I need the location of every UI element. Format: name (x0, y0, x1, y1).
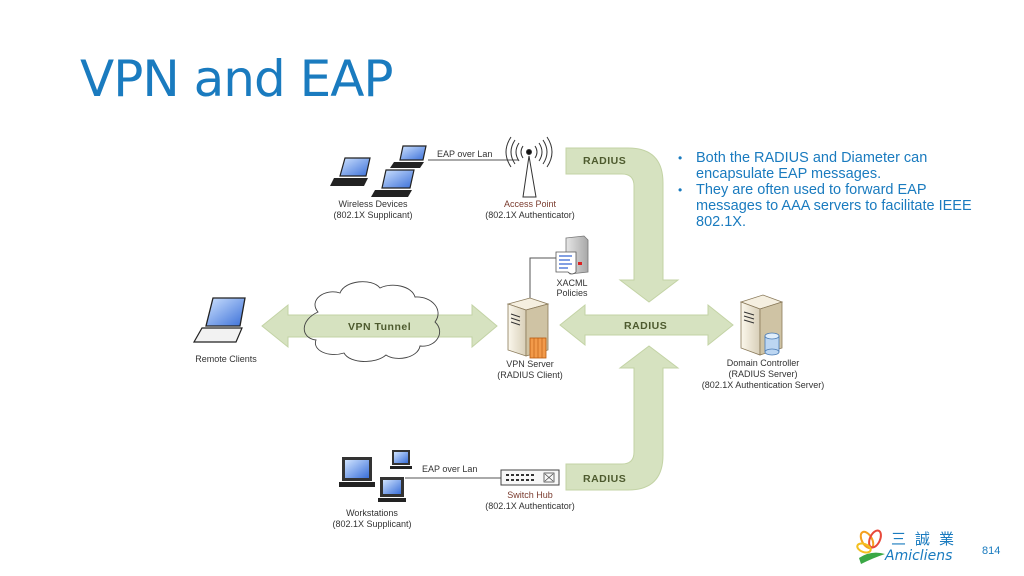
xacml-link-line (529, 257, 556, 300)
radius-arrow-middle (559, 303, 734, 347)
logo-chinese-text: 三誠業 (891, 530, 964, 548)
remote-clients-label: Remote Clients (195, 354, 257, 364)
laptop-icon (192, 297, 246, 343)
internet-cloud (303, 281, 440, 362)
wireless-devices-label: Wireless Devices (338, 199, 408, 209)
radius-arrow-top (565, 147, 680, 303)
desktop-icon (378, 477, 406, 502)
domain-controller-role-2: (802.1X Authentication Server) (702, 380, 825, 390)
radius-middle-label: RADIUS (624, 320, 667, 332)
xacml-label: XACML (556, 278, 587, 288)
desktop-icon (390, 450, 412, 469)
domain-controller-role: (RADIUS Server) (728, 369, 797, 379)
laptop-icon (390, 145, 427, 168)
bullet-item: Both the RADIUS and Diameter can encapsu… (678, 150, 978, 182)
workstations-role: (802.1X Supplicant) (332, 519, 411, 529)
slide-title: VPN and EAP (80, 50, 394, 108)
radius-bottom-label: RADIUS (583, 473, 626, 485)
access-point-label: Access Point (504, 199, 557, 209)
bullet-item: They are often used to forward EAP messa… (678, 182, 978, 230)
desktop-icon (339, 457, 375, 487)
flower-logo-icon (856, 529, 885, 564)
server-database-icon (739, 294, 784, 356)
bullet-list: Both the RADIUS and Diameter can encapsu… (678, 150, 978, 230)
access-point-role: (802.1X Authenticator) (485, 210, 575, 220)
eap-top-label: EAP over Lan (437, 149, 492, 159)
radius-arrow-bottom (565, 345, 680, 491)
policy-server-icon (555, 235, 589, 275)
switch-hub-label: Switch Hub (507, 490, 553, 500)
vpn-server-role: (RADIUS Client) (497, 370, 563, 380)
xacml-label-2: Policies (556, 288, 588, 298)
vpn-server-label: VPN Server (506, 359, 554, 369)
workstations-label: Workstations (346, 508, 398, 518)
vpn-tunnel-label: VPN Tunnel (348, 321, 411, 333)
server-firewall-icon (506, 297, 550, 359)
radius-top-label: RADIUS (583, 155, 626, 167)
company-logo: 三誠業 Amicliens (855, 528, 965, 568)
laptop-icon (330, 157, 371, 186)
logo-english-text: Amicliens (885, 548, 953, 564)
wireless-antenna-icon (505, 136, 553, 198)
switch-icon (500, 469, 560, 486)
switch-hub-role: (802.1X Authenticator) (485, 501, 575, 511)
laptop-icon (371, 169, 415, 197)
wireless-devices-role: (802.1X Supplicant) (333, 210, 412, 220)
eap-bottom-label: EAP over Lan (422, 464, 477, 474)
page-number: 814 (982, 545, 1001, 557)
domain-controller-label: Domain Controller (727, 358, 800, 368)
